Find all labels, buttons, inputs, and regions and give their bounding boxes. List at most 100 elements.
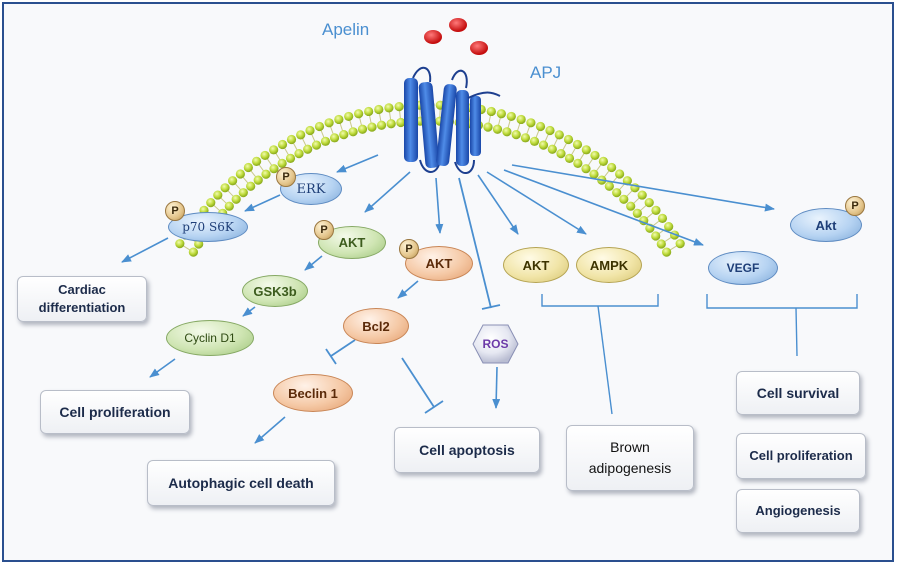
lipid-head bbox=[581, 145, 591, 155]
apelin-molecule bbox=[470, 41, 488, 55]
lipid-head bbox=[235, 169, 245, 179]
lipid-head bbox=[556, 149, 566, 159]
lipid-head bbox=[572, 139, 583, 150]
lipid-head bbox=[364, 106, 374, 117]
phospho-badge: P bbox=[314, 220, 334, 240]
lipid-head bbox=[675, 239, 685, 249]
lipid-head bbox=[277, 158, 287, 168]
ros-node: ROS bbox=[482, 337, 509, 351]
lipid-head bbox=[516, 114, 526, 125]
apelin-label: Apelin bbox=[322, 20, 370, 39]
lipid-head bbox=[286, 134, 297, 145]
lipid-head bbox=[252, 156, 262, 166]
lipid-head bbox=[305, 125, 315, 136]
apj-receptor bbox=[404, 67, 501, 174]
lipid-head bbox=[496, 109, 506, 119]
lipid-head bbox=[213, 190, 223, 200]
akt-green-node: AKT bbox=[318, 226, 386, 259]
akt-blue-node: Akt bbox=[790, 208, 862, 242]
lipid-head bbox=[662, 247, 672, 257]
lipid-head bbox=[339, 130, 349, 140]
lipid-head bbox=[228, 176, 238, 186]
lipid-head bbox=[220, 183, 230, 193]
lipid-head bbox=[632, 208, 642, 218]
phospho-badge: P bbox=[845, 196, 865, 216]
lipid-head bbox=[394, 102, 404, 112]
apelin-molecule bbox=[424, 30, 442, 44]
outcome-cell-apoptosis: Cell apoptosis bbox=[394, 427, 540, 473]
activation-arrows bbox=[121, 154, 775, 444]
lipid-head bbox=[511, 130, 521, 140]
lipid-head bbox=[526, 118, 536, 128]
lipid-head bbox=[314, 121, 325, 132]
lipid-head bbox=[367, 122, 377, 132]
lipid-head bbox=[384, 103, 394, 113]
lipid-head bbox=[492, 124, 503, 134]
lipid-head bbox=[269, 145, 279, 155]
grouping-brackets bbox=[541, 294, 858, 415]
lipid-head bbox=[502, 127, 512, 137]
lipid-head bbox=[529, 136, 540, 146]
lipid-head bbox=[651, 231, 661, 241]
lipid-head bbox=[396, 117, 406, 128]
lipid-head bbox=[619, 194, 629, 204]
apelin-molecule bbox=[449, 18, 467, 32]
lipid-head bbox=[357, 124, 368, 134]
lipid-head bbox=[664, 222, 674, 232]
lipid-head bbox=[334, 114, 344, 125]
lipid-head bbox=[656, 239, 666, 249]
outcome-brown-adipogenesis: Brown adipogenesis bbox=[566, 425, 694, 491]
lipid-head bbox=[604, 181, 614, 191]
apj-label: APJ bbox=[530, 63, 562, 82]
lipid-head bbox=[231, 194, 241, 204]
outcome-cell-survival: Cell survival bbox=[736, 371, 860, 415]
lipid-head bbox=[612, 188, 622, 198]
lipid-head bbox=[238, 188, 248, 198]
lipid-head bbox=[269, 164, 279, 174]
lipid-head bbox=[329, 133, 340, 143]
outcome-autophagic-cell-death: Autophagic cell death bbox=[147, 460, 335, 506]
lipid-head bbox=[607, 162, 617, 173]
outcome-cell-proliferation-left: Cell proliferation bbox=[40, 390, 190, 434]
erk-node: ERK bbox=[280, 173, 342, 205]
lipid-head bbox=[320, 136, 331, 146]
lipid-head bbox=[545, 125, 555, 136]
lipid-head bbox=[554, 130, 564, 140]
beclin1-node: Beclin 1 bbox=[273, 374, 353, 412]
lipid-head bbox=[324, 118, 334, 128]
phospho-badge: P bbox=[399, 239, 419, 259]
lipid-head bbox=[581, 164, 591, 174]
lipid-head bbox=[253, 175, 263, 185]
lipid-head bbox=[374, 104, 384, 115]
lipid-head bbox=[376, 120, 387, 130]
lipid-head bbox=[589, 169, 599, 179]
lipid-head bbox=[175, 239, 185, 249]
ampk-node: AMPK bbox=[576, 247, 642, 283]
lipid-head bbox=[622, 176, 632, 186]
cyclin-d1-node: Cyclin D1 bbox=[166, 320, 254, 356]
lipid-head bbox=[573, 158, 583, 168]
lipid-head bbox=[590, 150, 600, 161]
lipid-head bbox=[296, 130, 306, 140]
gsk3b-node: GSK3b bbox=[242, 275, 308, 307]
lipid-head bbox=[277, 139, 288, 150]
lipid-head bbox=[348, 127, 358, 137]
phospho-badge: P bbox=[276, 167, 296, 187]
lipid-head bbox=[615, 169, 625, 179]
lipid-head bbox=[563, 134, 574, 145]
lipid-head bbox=[188, 247, 198, 257]
lipid-head bbox=[261, 169, 271, 179]
lipid-head bbox=[260, 150, 270, 161]
lipid-head bbox=[344, 111, 354, 122]
lipid-head bbox=[246, 181, 256, 191]
phospho-badge: P bbox=[165, 201, 185, 221]
lipid-head bbox=[535, 121, 546, 132]
lipid-head bbox=[651, 205, 661, 215]
lipid-head bbox=[547, 144, 557, 154]
bcl2-node: Bcl2 bbox=[343, 308, 409, 344]
lipid-head bbox=[626, 201, 636, 211]
lipid-head bbox=[564, 153, 575, 163]
lipid-head bbox=[243, 162, 253, 173]
lipid-head bbox=[486, 106, 496, 117]
